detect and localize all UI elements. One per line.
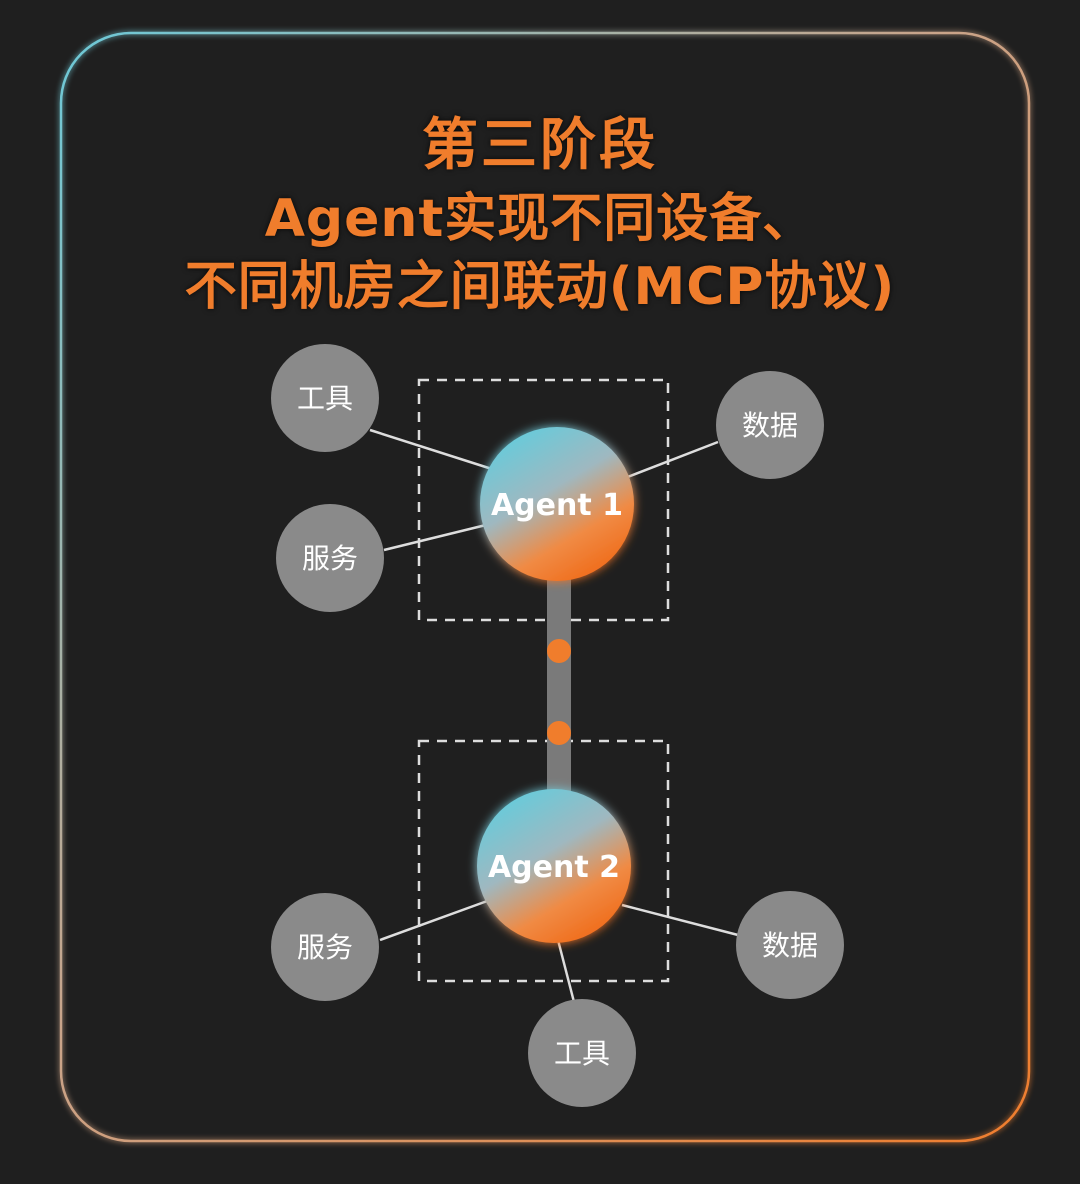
agent2-boundary-box <box>417 739 670 983</box>
svg-text:工具: 工具 <box>554 1037 610 1070</box>
title-subtitle-line1: Agent实现不同设备、 <box>264 189 816 249</box>
agent2-tool-link <box>556 939 576 1003</box>
svg-text:Agent 1: Agent 1 <box>491 488 623 523</box>
svg-text:服务: 服务 <box>297 931 353 964</box>
agent2-service-node: 服务 <box>271 893 379 1001</box>
title-subtitle-line2: 不同机房之间联动(MCP协议) <box>184 257 896 317</box>
agent2-data-node: 数据 <box>736 891 844 999</box>
svg-text:Agent 2: Agent 2 <box>488 850 620 885</box>
agent2-node: Agent 2 <box>477 789 631 943</box>
agent1-service-node: 服务 <box>276 504 384 612</box>
agent1-data-node: 数据 <box>716 371 824 479</box>
agent2-service-link <box>379 898 491 942</box>
agent1-data-link <box>624 440 719 480</box>
agent1-tool-link <box>369 428 496 472</box>
agent2-data-link <box>621 903 739 937</box>
svg-text:数据: 数据 <box>762 929 818 962</box>
agent1-tool-node: 工具 <box>271 344 379 452</box>
connector-dot-lower <box>547 721 571 745</box>
connector-dot-upper <box>547 639 571 663</box>
agent1-node: Agent 1 <box>480 427 634 581</box>
agent-connector <box>547 570 571 800</box>
title-stage: 第三阶段 <box>422 113 658 178</box>
agent1-service-link <box>383 522 491 552</box>
agent1-boundary-box <box>417 378 670 622</box>
svg-text:工具: 工具 <box>297 382 353 415</box>
svg-text:数据: 数据 <box>742 409 798 442</box>
agent2-tool-node: 工具 <box>528 999 636 1107</box>
svg-text:服务: 服务 <box>302 542 358 575</box>
